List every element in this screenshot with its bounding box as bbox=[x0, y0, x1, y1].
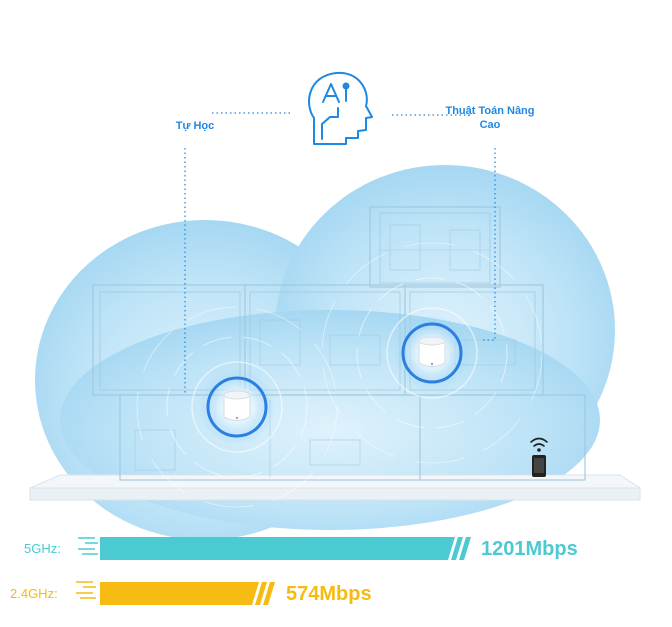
band-5ghz-speed: 1201Mbps bbox=[481, 538, 578, 560]
signal-rings-right bbox=[321, 242, 543, 464]
house-floor bbox=[29, 474, 642, 501]
band-5ghz-label: 5GHz: bbox=[24, 541, 61, 556]
wifi-icon bbox=[530, 437, 548, 452]
router-icon bbox=[223, 390, 251, 421]
house-structure bbox=[92, 206, 586, 481]
phone-icon bbox=[532, 455, 546, 477]
advanced-algorithm-label: Thuật Toán Nâng Cao bbox=[445, 105, 535, 131]
band-24ghz-bar bbox=[76, 581, 275, 605]
band-24ghz-speed: 574Mbps bbox=[286, 583, 372, 605]
band-5ghz-bar bbox=[78, 537, 471, 560]
ai-head-icon bbox=[308, 71, 373, 145]
router-icon bbox=[418, 336, 446, 367]
self-learning-label: Tự Học bbox=[175, 120, 215, 132]
signal-rings-left bbox=[136, 306, 338, 508]
connector-lines bbox=[184, 112, 496, 395]
band-24ghz-label: 2.4GHz: bbox=[10, 586, 58, 601]
